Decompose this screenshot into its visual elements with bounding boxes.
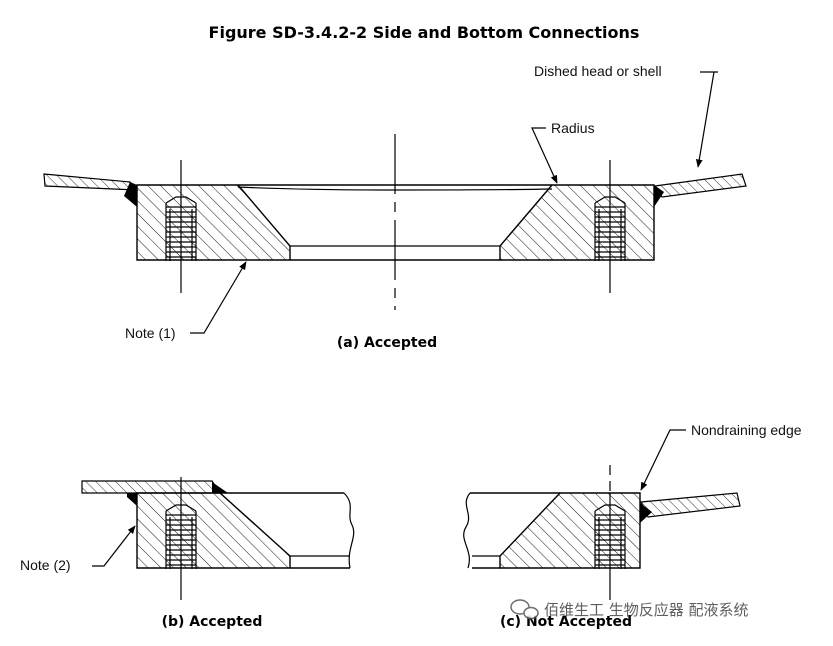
watermark-text: 佰维生工 生物反应器 配液系统 bbox=[544, 601, 749, 619]
detail-b-body bbox=[136, 492, 291, 569]
detail-a bbox=[43, 71, 747, 334]
detail-b-top-weld bbox=[212, 482, 228, 493]
caption-b: (b) Accepted bbox=[162, 614, 263, 630]
detail-a-left-body bbox=[136, 184, 291, 261]
detail-a-right-shell bbox=[653, 173, 747, 198]
label-radius: Radius bbox=[551, 120, 595, 136]
detail-c-shell bbox=[640, 492, 741, 518]
detail-b-shell bbox=[81, 480, 222, 494]
detail-c bbox=[463, 429, 741, 600]
watermark: 佰维生工 生物反应器 配液系统 bbox=[510, 599, 749, 620]
detail-a-right-weld bbox=[654, 185, 664, 207]
detail-a-left-shell bbox=[43, 173, 139, 191]
detail-a-left-weld bbox=[124, 182, 137, 207]
label-nondraining-edge: Nondraining edge bbox=[691, 422, 802, 438]
label-dished-head: Dished head or shell bbox=[534, 63, 662, 79]
caption-a: (a) Accepted bbox=[337, 335, 437, 351]
figure-title: Figure SD-3.4.2-2 Side and Bottom Connec… bbox=[209, 23, 640, 42]
detail-b-left-weld bbox=[127, 493, 137, 506]
detail-c-weld bbox=[640, 503, 652, 523]
wechat-icon bbox=[510, 599, 539, 620]
detail-b bbox=[81, 477, 355, 600]
label-note-1: Note (1) bbox=[125, 325, 176, 341]
detail-c-body bbox=[499, 492, 641, 569]
detail-a-right-body bbox=[499, 184, 655, 261]
label-note-2: Note (2) bbox=[20, 557, 71, 573]
